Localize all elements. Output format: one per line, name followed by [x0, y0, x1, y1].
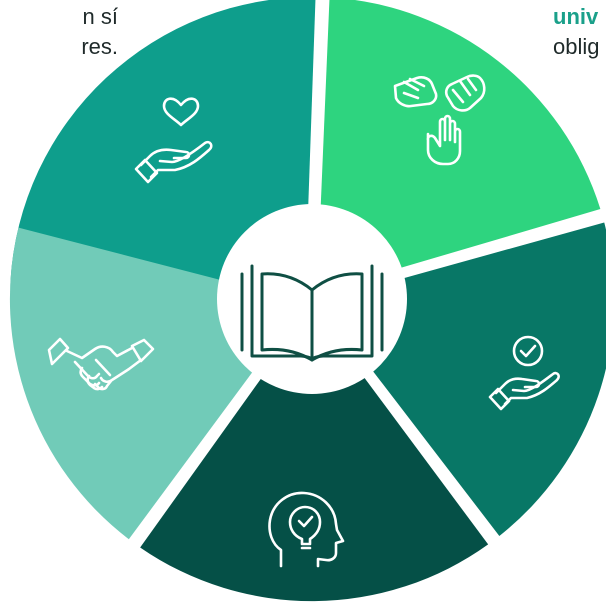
right-text-line-1: univ — [553, 4, 599, 29]
handshake-icon — [47, 337, 155, 391]
left-text-line-1: n sí — [82, 4, 118, 29]
check-in-hand-icon — [488, 335, 560, 411]
segment-bottom — [140, 307, 489, 602]
heart-in-hand-icon — [134, 97, 213, 184]
right-text-snippet: univ oblig — [553, 2, 599, 62]
open-book-icon — [240, 264, 384, 362]
right-text-line-2: oblig — [553, 34, 600, 59]
segment-top-left — [10, 0, 316, 292]
hands-together-icon — [393, 74, 486, 166]
left-text-line-2: res. — [81, 34, 118, 59]
left-text-snippet: n sí res. — [0, 2, 118, 62]
head-lightbulb-icon — [268, 491, 345, 568]
